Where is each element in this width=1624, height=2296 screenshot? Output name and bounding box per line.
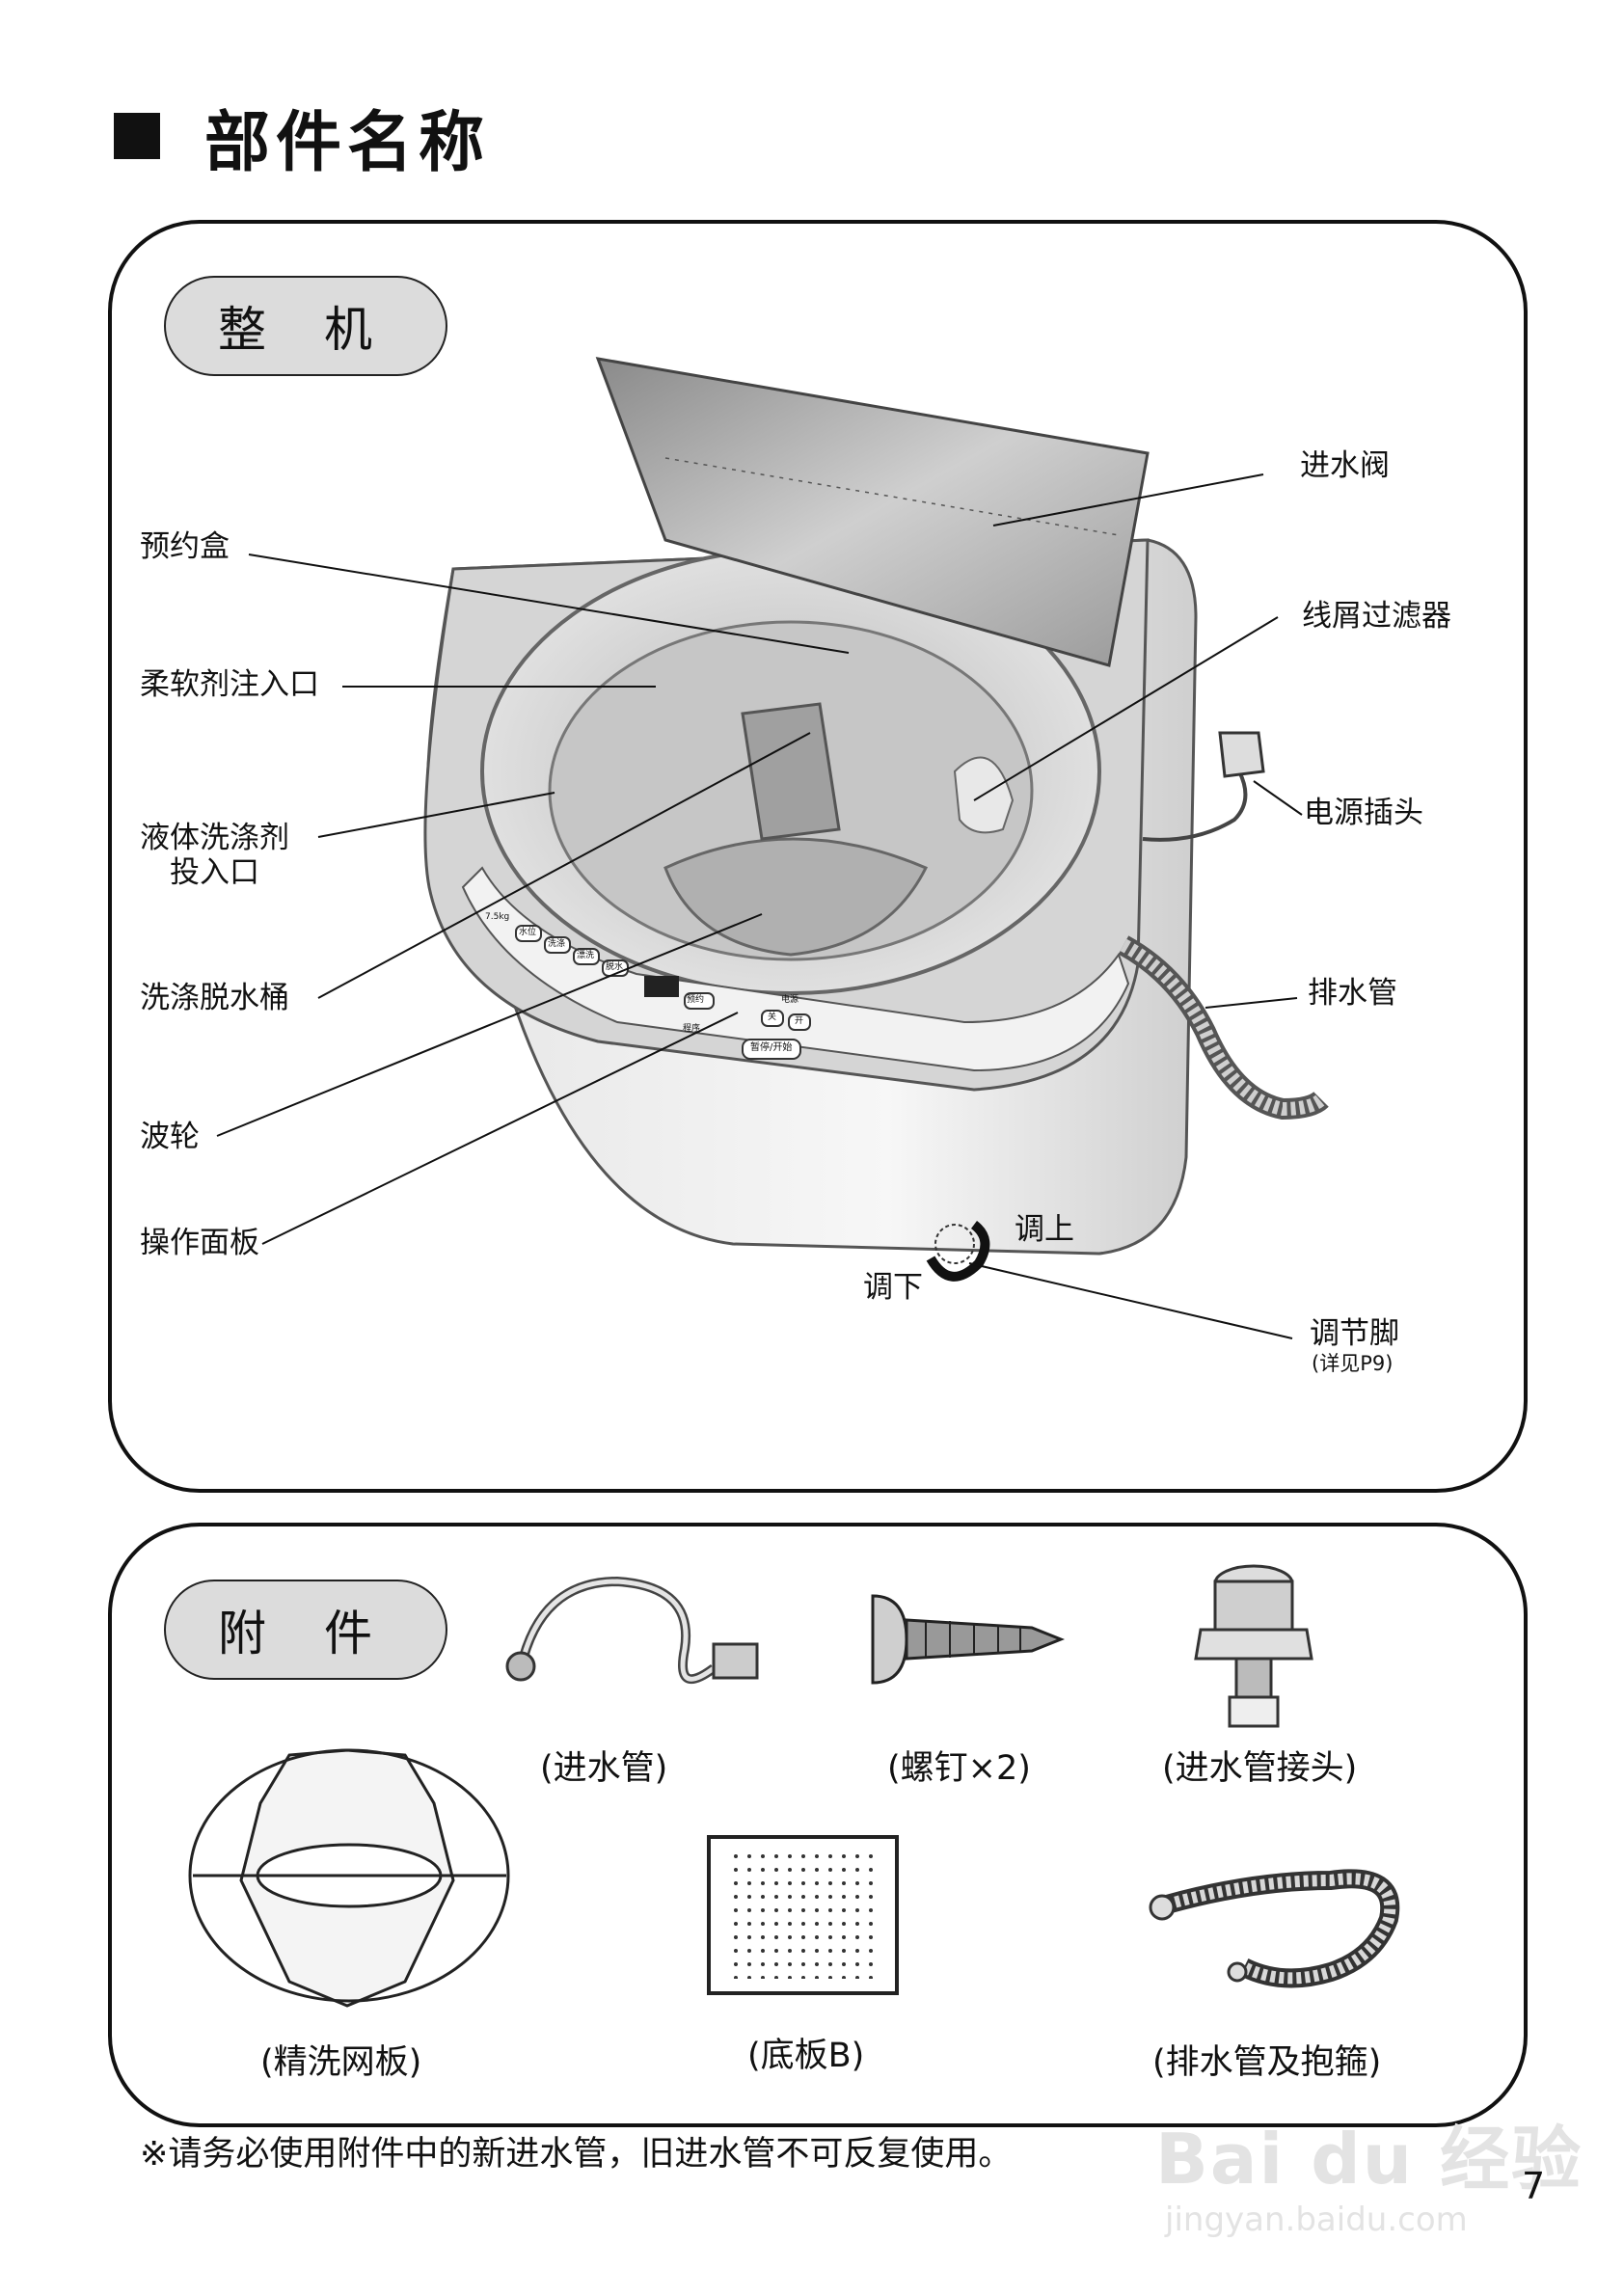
- cp-rinse: 漂洗: [577, 951, 595, 960]
- cp-wash: 洗涤: [548, 939, 566, 949]
- label-liquid-detergent-line2: 投入口: [170, 854, 259, 890]
- washing-machine-illustration: [423, 357, 1329, 1282]
- label-inlet-valve: 进水阀: [1300, 448, 1390, 483]
- baidu-watermark: Bai du 经验: [1155, 2119, 1583, 2200]
- label-liquid-detergent: 液体洗涤剂 投入口: [140, 821, 289, 890]
- caption-base-plate: (底板B): [747, 2037, 865, 2075]
- section-label-accessories: 附 件: [164, 1580, 447, 1680]
- label-softener-inlet: 柔软剂注入口: [140, 667, 319, 702]
- label-reserve-box: 预约盒: [140, 529, 230, 564]
- label-adjust-foot: 调节脚: [1310, 1316, 1399, 1351]
- page-title-text: 部件名称: [204, 104, 491, 181]
- fine-wash-net-illustration: [188, 1748, 510, 2008]
- label-adjust-down: 调下: [863, 1270, 923, 1305]
- caption-fine-wash-net: (精洗网板): [260, 2043, 422, 2082]
- inlet-connector-illustration: [1194, 1564, 1313, 1728]
- label-lint-filter: 线屑过滤器: [1302, 599, 1451, 634]
- cp-power-on: 开: [795, 1016, 804, 1026]
- title-square-icon: [114, 113, 160, 159]
- cp-power: 电源: [781, 995, 799, 1005]
- baidu-watermark-url: jingyan.baidu.com: [1165, 2201, 1468, 2239]
- cp-program: 程序: [683, 1024, 701, 1034]
- cp-water-level: 水位: [519, 928, 537, 937]
- control-panel-buttons: [515, 925, 811, 1060]
- label-adjust-foot-ref: (详见P9): [1312, 1352, 1394, 1375]
- label-liquid-detergent-line1: 液体洗涤剂: [140, 821, 289, 855]
- inlet-hose-illustration: [505, 1576, 759, 1685]
- cp-power-off: 关: [768, 1013, 777, 1022]
- cp-spin: 脱水: [606, 962, 624, 972]
- label-power-plug: 电源插头: [1304, 796, 1423, 830]
- label-drain-hose: 排水管: [1308, 976, 1397, 1011]
- base-plate-illustration: [707, 1835, 899, 1995]
- caption-screw: (螺钉×2): [887, 1749, 1031, 1788]
- usage-notice: ※请务必使用附件中的新进水管，旧进水管不可反复使用。: [140, 2135, 1013, 2174]
- leader-lines: [216, 473, 1303, 1339]
- cp-capacity: 7.5kg: [485, 912, 510, 922]
- caption-inlet-hose: (进水管): [540, 1749, 668, 1788]
- cp-start: 暂停/开始: [750, 1042, 793, 1053]
- label-control-panel: 操作面板: [140, 1226, 259, 1260]
- caption-drain-hose-clamp: (排水管及抱箍): [1152, 2043, 1382, 2082]
- label-pulsator: 波轮: [140, 1120, 200, 1154]
- page-title: 部件名称: [114, 93, 490, 181]
- caption-inlet-connector: (进水管接头): [1162, 1749, 1358, 1788]
- label-wash-tub: 洗涤脱水桶: [140, 981, 289, 1015]
- page-number: 7: [1522, 2165, 1546, 2207]
- screw-illustration: [871, 1594, 1066, 1685]
- label-adjust-up: 调上: [1015, 1212, 1074, 1247]
- section-label-machine: 整 机: [164, 276, 447, 376]
- cp-reserve: 预约: [687, 995, 705, 1005]
- drain-hose-clamp-illustration: [1149, 1869, 1400, 1988]
